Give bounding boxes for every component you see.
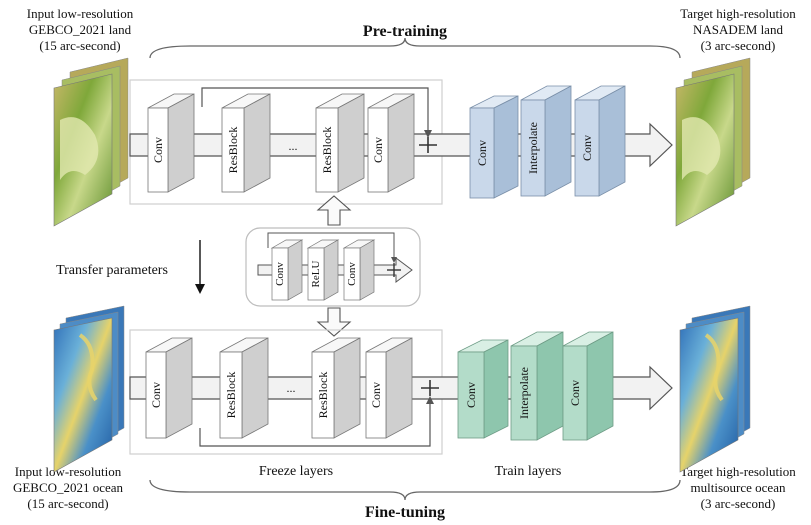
svg-text:Conv: Conv <box>568 380 582 406</box>
finetune-head-conv-1: Conv <box>457 339 509 439</box>
pretrain-conv-block-2: Conv <box>367 93 415 193</box>
finetuning-title: Fine-tuning <box>365 504 445 521</box>
finetune-conv-block-2: Conv <box>365 337 413 439</box>
train-layers-label: Train layers <box>495 464 562 479</box>
svg-text:Interpolate: Interpolate <box>526 122 540 174</box>
pretrain-input-label: Input low-resolution GEBCO_2021 land (15… <box>27 6 134 53</box>
svg-text:Conv: Conv <box>369 382 383 408</box>
svg-text:GEBCO_2021 ocean: GEBCO_2021 ocean <box>13 480 124 495</box>
ocean-input-map <box>53 305 125 473</box>
svg-text:Conv: Conv <box>371 137 385 163</box>
pretrain-resblock-2: ResBlock <box>315 93 365 193</box>
svg-text:Input low-resolution: Input low-resolution <box>27 6 134 21</box>
pretrain-head-conv-2: Conv <box>574 85 626 197</box>
land-target-map <box>675 57 751 227</box>
resblock-detail-skip-arrowhead <box>391 257 397 263</box>
land-input-map <box>53 57 129 227</box>
pretrain-head-interpolate: Interpolate <box>520 85 572 197</box>
svg-text:(15 arc-second): (15 arc-second) <box>27 496 108 511</box>
finetune-resblock-1: ResBlock <box>219 337 269 439</box>
svg-text:Conv: Conv <box>464 382 478 408</box>
svg-text:Conv: Conv <box>149 382 163 408</box>
svg-text:Conv: Conv <box>151 137 165 163</box>
finetune-resblock-2: ResBlock <box>311 337 361 439</box>
svg-text:ResBlock: ResBlock <box>226 127 240 174</box>
svg-text:GEBCO_2021 land: GEBCO_2021 land <box>29 22 132 37</box>
svg-text:Input low-resolution: Input low-resolution <box>15 464 122 479</box>
finetune-skip-connection <box>199 399 431 447</box>
resblock-detail-up-arrow <box>316 195 352 226</box>
svg-text:ResBlock: ResBlock <box>224 372 238 419</box>
resblock-detail-relu: ReLU <box>306 239 340 301</box>
svg-text:ResBlock: ResBlock <box>320 127 334 174</box>
svg-text:multisource ocean: multisource ocean <box>691 480 786 495</box>
svg-text:Target high-resolution: Target high-resolution <box>680 6 796 21</box>
svg-text:Conv: Conv <box>475 140 489 166</box>
pretrain-ellipsis: ... <box>289 139 298 153</box>
finetune-head-interpolate: Interpolate <box>510 331 564 441</box>
transfer-parameters-label: Transfer parameters <box>56 263 168 278</box>
finetune-skip-arrowhead <box>426 396 434 404</box>
pretrain-conv-block-1: Conv <box>147 93 195 193</box>
ocean-target-map <box>679 305 751 473</box>
finetune-ellipsis: ... <box>287 381 296 395</box>
finetune-input-label: Input low-resolution GEBCO_2021 ocean (1… <box>13 464 124 511</box>
svg-text:Conv: Conv <box>274 262 286 286</box>
svg-text:(3 arc-second): (3 arc-second) <box>701 496 776 511</box>
svg-text:Conv: Conv <box>580 135 594 161</box>
resblock-detail-add-symbol <box>387 263 401 277</box>
finetune-conv-block-1: Conv <box>145 337 193 439</box>
finetune-head-conv-2: Conv <box>562 331 614 441</box>
svg-text:NASADEM land: NASADEM land <box>693 22 783 37</box>
resblock-detail-down-arrow <box>316 307 352 337</box>
transfer-arrowhead <box>195 284 205 294</box>
resblock-detail-conv-2: Conv <box>342 239 376 301</box>
svg-text:Conv: Conv <box>346 262 358 286</box>
pretrain-skip-arrowhead <box>424 130 432 138</box>
freeze-layers-label: Freeze layers <box>259 464 333 479</box>
pretrain-skip-connection <box>201 87 429 136</box>
svg-text:(15 arc-second): (15 arc-second) <box>39 38 120 53</box>
pretrain-resblock-1: ResBlock <box>221 93 271 193</box>
resblock-detail-skip <box>267 232 395 262</box>
pretrain-add-symbol <box>419 137 437 153</box>
finetuning-brace <box>149 479 681 501</box>
pretraining-title: Pre-training <box>363 23 447 40</box>
resblock-detail-conv-1: Conv <box>270 239 304 301</box>
svg-text:Interpolate: Interpolate <box>517 367 531 419</box>
finetune-target-label: Target high-resolution multisource ocean… <box>680 464 796 511</box>
finetune-add-symbol <box>421 380 439 396</box>
pretrain-target-label: Target high-resolution NASADEM land (3 a… <box>680 6 796 53</box>
svg-text:ReLU: ReLU <box>310 261 322 288</box>
pretraining-brace <box>149 37 681 59</box>
svg-text:(3 arc-second): (3 arc-second) <box>701 38 776 53</box>
svg-text:ResBlock: ResBlock <box>316 372 330 419</box>
svg-text:Target high-resolution: Target high-resolution <box>680 464 796 479</box>
pretrain-head-conv-1: Conv <box>469 95 519 199</box>
